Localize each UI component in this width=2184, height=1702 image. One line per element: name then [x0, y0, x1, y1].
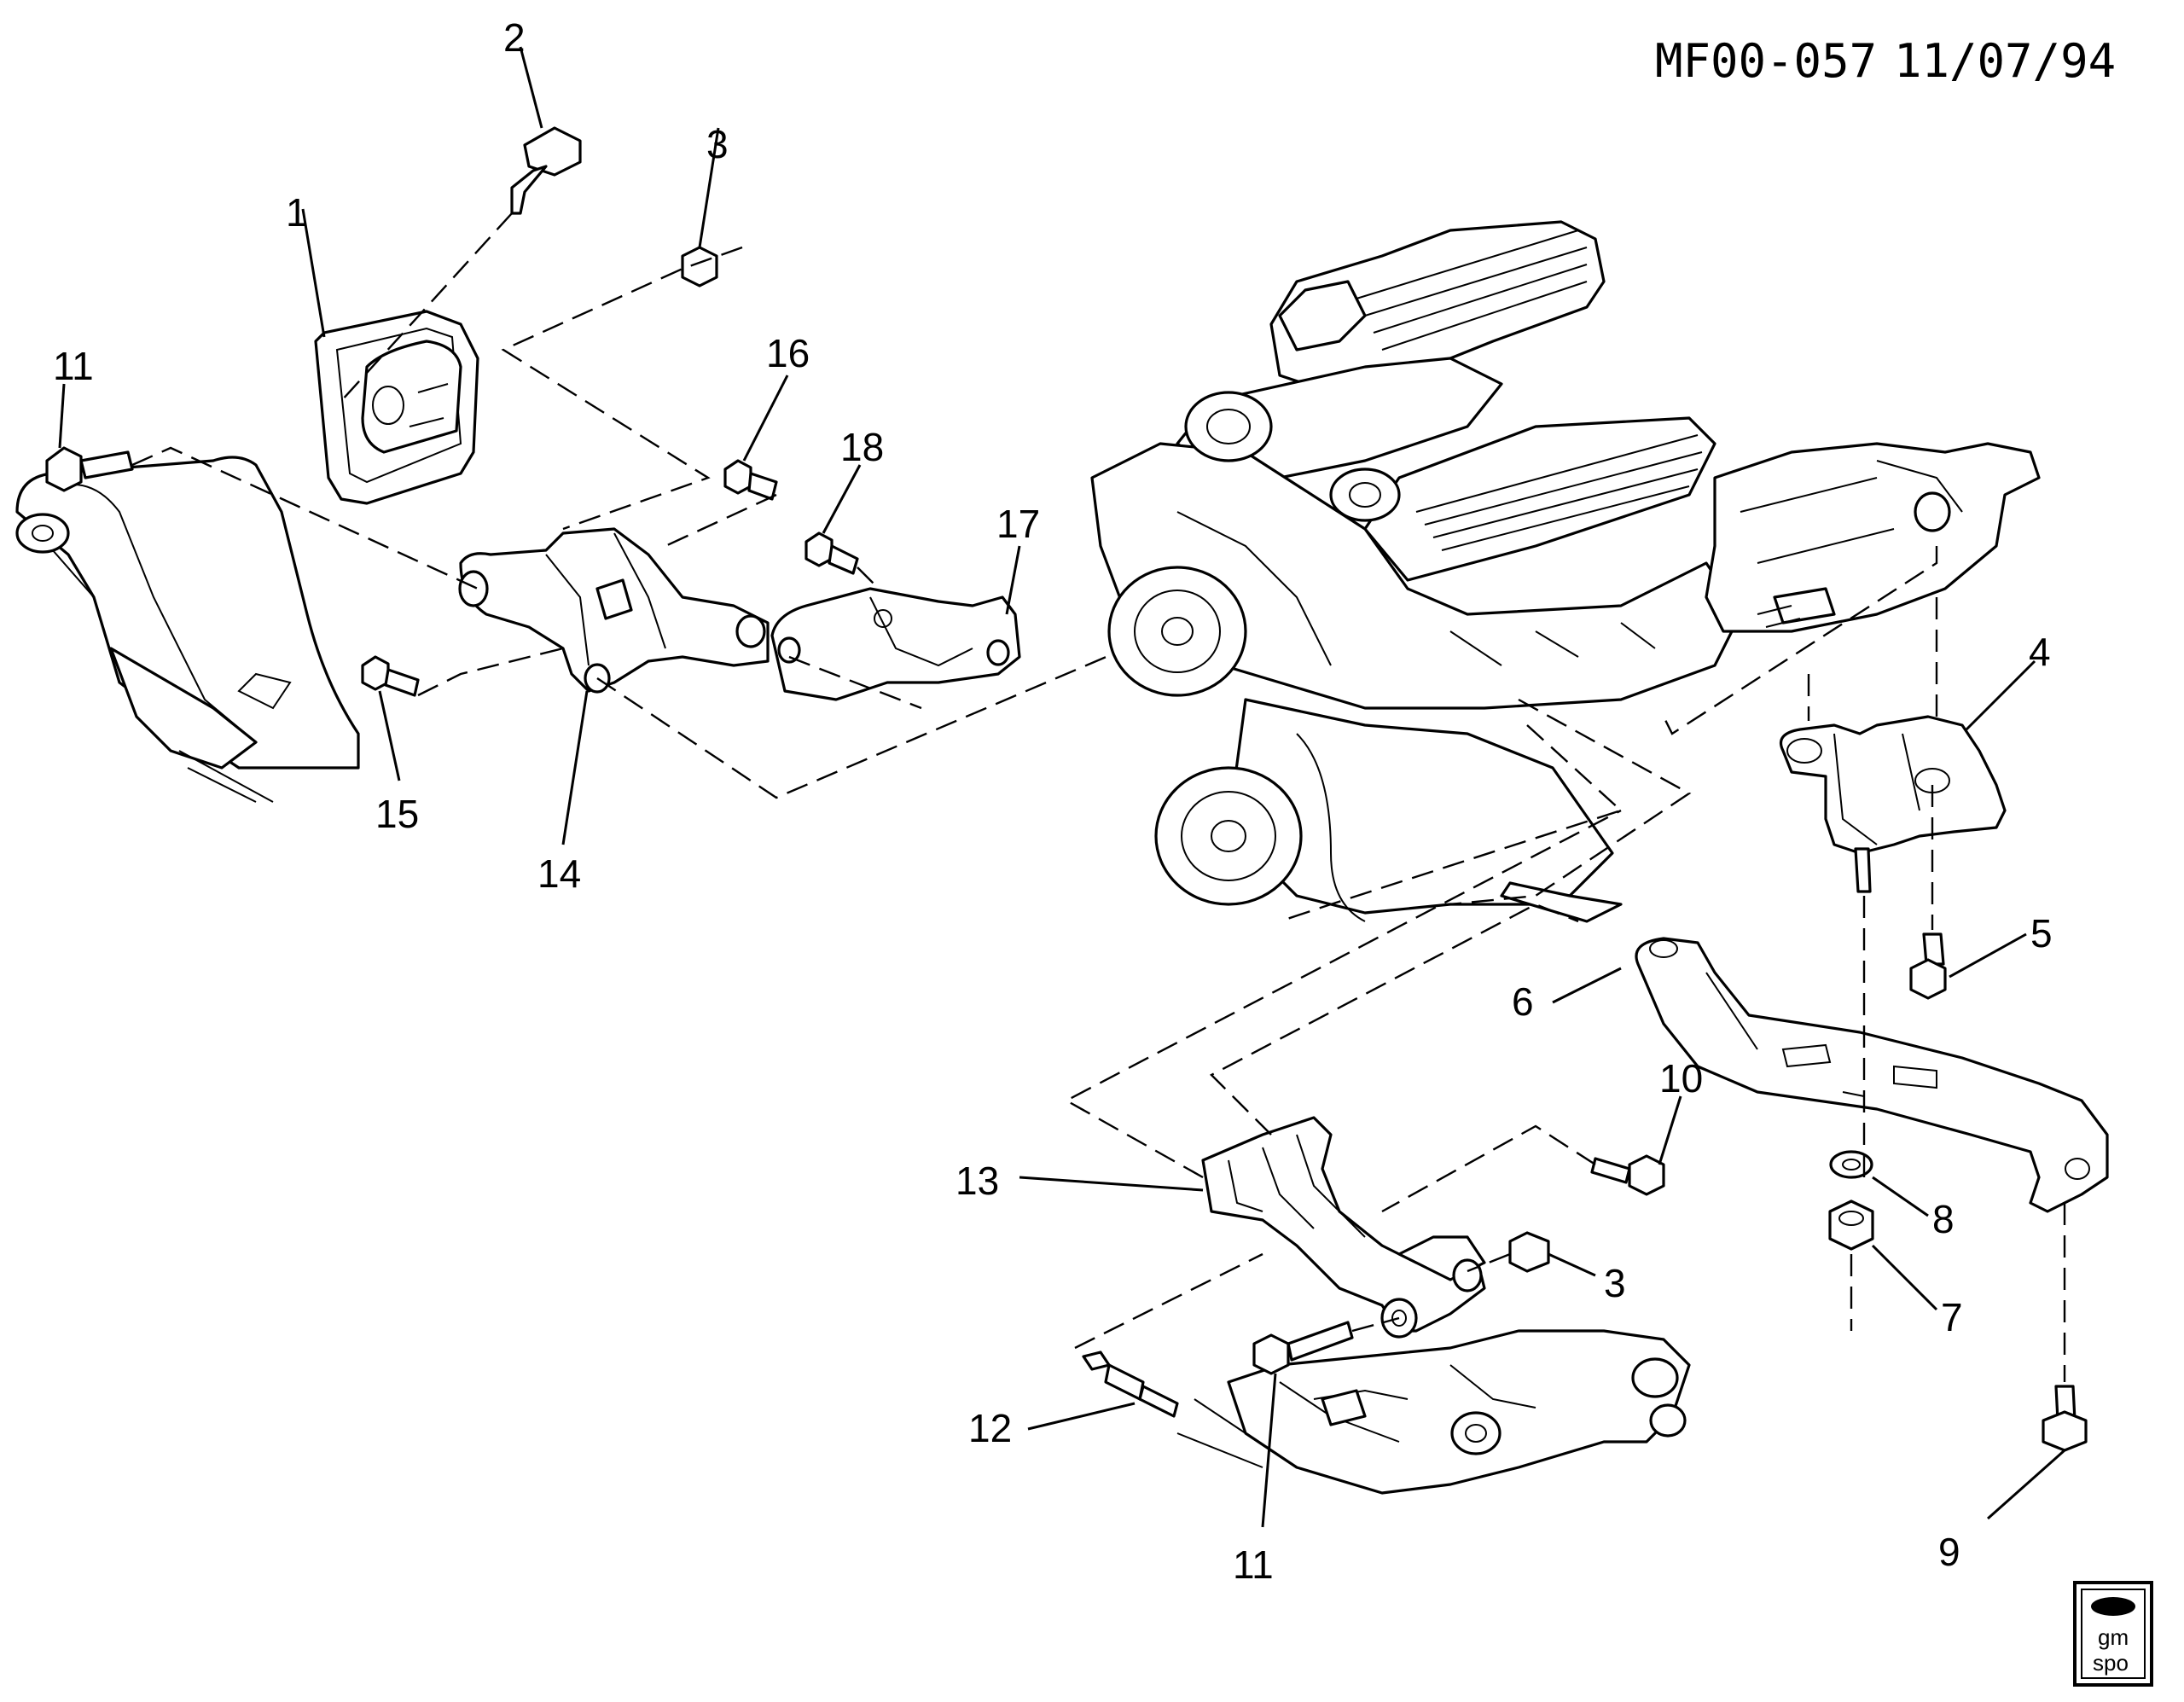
bracket-13 — [1201, 1116, 1486, 1339]
bolt-16 — [723, 459, 778, 501]
nut-3-lower — [1508, 1231, 1550, 1273]
alignment-line-17 — [788, 655, 922, 710]
alignment-line-2 — [340, 212, 513, 402]
washer-8 — [1829, 1150, 1873, 1179]
nut-3-top — [681, 246, 718, 288]
bolt-10 — [1590, 1154, 1665, 1196]
alignment-line-13-upper — [1064, 809, 1622, 1179]
alignment-line-11-left — [131, 446, 479, 590]
callout-9: 9 — [1938, 1530, 1960, 1574]
transmission-mount-4 — [1779, 715, 2007, 893]
alignment-line-18 — [857, 566, 880, 590]
alignment-line-engine-left — [1279, 724, 1623, 923]
alignment-line-engine-right — [1449, 698, 1692, 906]
crossmember-bracket-6 — [1635, 937, 2109, 1213]
left-frame-rail — [15, 456, 360, 803]
callout-17: 17 — [996, 502, 1040, 546]
nut-7 — [1828, 1200, 1874, 1251]
callout-8: 8 — [1932, 1197, 1955, 1241]
bracket-17 — [770, 587, 1021, 701]
gm-spo-logo: gm spo — [2073, 1581, 2153, 1687]
diagram-code: MF00-057 — [1655, 34, 1877, 88]
alignment-line-13-right — [1209, 903, 1579, 1136]
alignment-line-3-lower — [1467, 1252, 1511, 1273]
alignment-line-16 — [665, 493, 777, 548]
alignment-line-trans-right — [1662, 546, 1938, 735]
alignment-line-11-lower — [1351, 1316, 1400, 1333]
alignment-line-12 — [1074, 1252, 1263, 1350]
callout-3-lower: 3 — [1604, 1261, 1626, 1305]
transmission — [1705, 442, 2041, 633]
engine-mount-1 — [314, 310, 479, 505]
engine-cradle — [1176, 1329, 1691, 1495]
bolt-2 — [510, 126, 582, 215]
callout-6: 6 — [1512, 979, 1534, 1024]
callout-3-top: 3 — [706, 122, 729, 166]
bolt-11-lower — [1252, 1321, 1354, 1375]
callout-18: 18 — [840, 425, 884, 469]
callout-4: 4 — [2029, 630, 2051, 674]
bolt-9 — [2042, 1385, 2088, 1452]
callout-13: 13 — [956, 1159, 999, 1203]
engine-block — [1090, 220, 1742, 923]
callout-14: 14 — [537, 851, 581, 896]
callout-5: 5 — [2030, 911, 2053, 956]
bolt-15 — [361, 655, 420, 697]
alignment-line-14-front — [596, 647, 1127, 799]
leader-lines — [58, 46, 2065, 1528]
bolt-5 — [1909, 932, 1947, 1000]
stud-12 — [1082, 1351, 1179, 1418]
svg-text:spo: spo — [2093, 1650, 2129, 1676]
callout-7: 7 — [1941, 1295, 1963, 1339]
alignment-line-15 — [417, 647, 564, 697]
diagram-date: 11/07/94 — [1894, 34, 2116, 88]
alignment-line-3-top — [501, 246, 743, 531]
callout-16: 16 — [766, 331, 810, 375]
alignment-line-10 — [1381, 1124, 1596, 1213]
svg-text:gm: gm — [2098, 1624, 2129, 1650]
bolt-18 — [804, 532, 859, 575]
callout-15: 15 — [375, 792, 419, 836]
callout-11-left: 11 — [53, 344, 94, 388]
bolt-11-left — [45, 446, 134, 492]
callout-10: 10 — [1659, 1056, 1703, 1101]
callout-12: 12 — [968, 1406, 1012, 1450]
callout-2: 2 — [503, 15, 526, 60]
callout-1: 1 — [286, 190, 308, 235]
bracket-14 — [458, 527, 770, 694]
callout-11-lower: 11 — [1233, 1542, 1274, 1587]
